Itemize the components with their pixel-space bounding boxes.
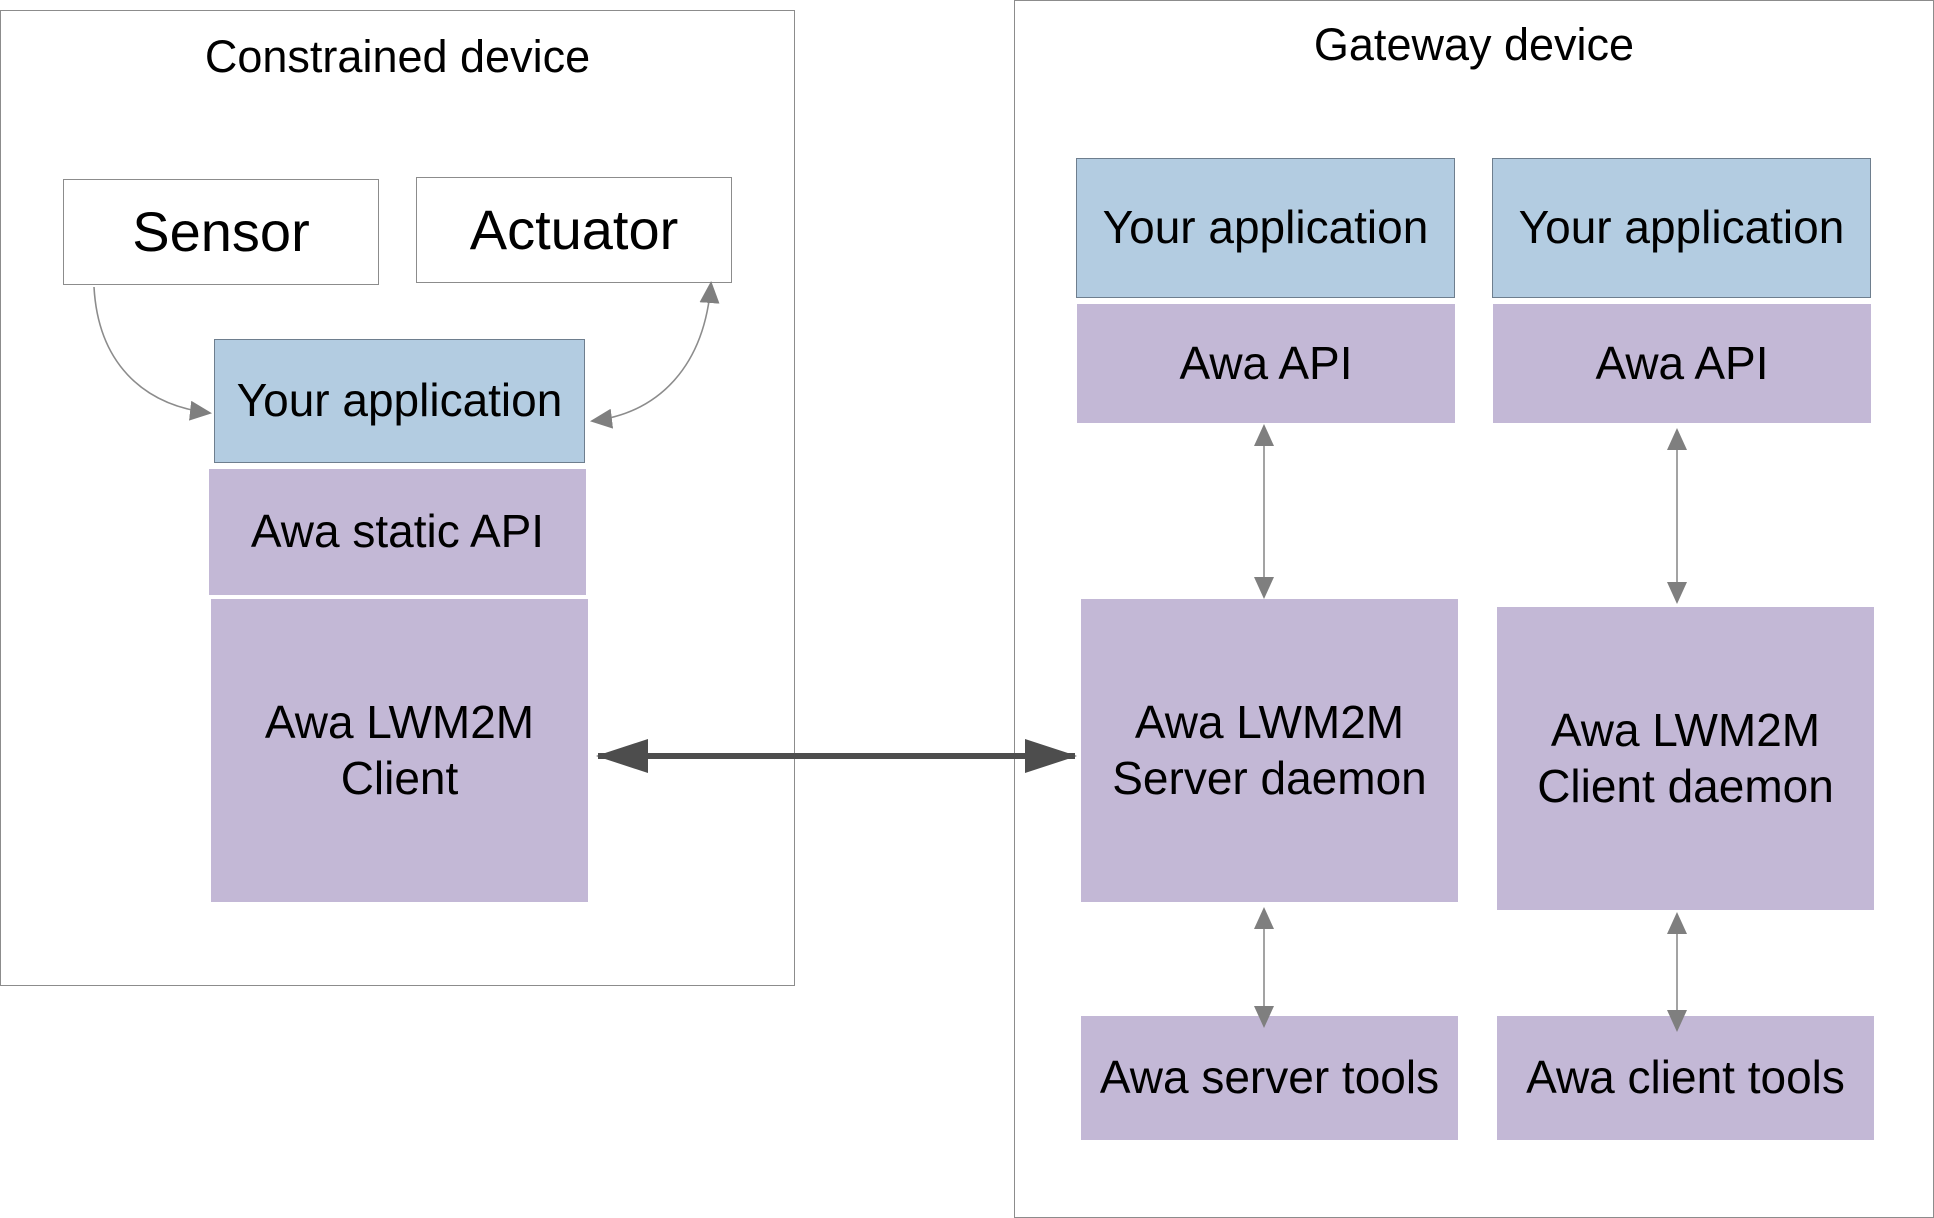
application-actuator-arrow <box>590 281 720 429</box>
awa-lwm2m-server-daemon-box: Awa LWM2M Server daemon <box>1081 599 1458 902</box>
awa-lwm2m-client-daemon-box: Awa LWM2M Client daemon <box>1497 607 1874 910</box>
sensor-box: Sensor <box>63 179 379 285</box>
constrained-your-application-box: Your application <box>214 339 585 463</box>
gateway-right-awa-api-box: Awa API <box>1493 304 1871 423</box>
gateway-right-your-application-box: Your application <box>1492 158 1871 298</box>
client-daemon-line1: Awa LWM2M <box>1550 704 1821 757</box>
gateway-left-your-application-box: Your application <box>1076 158 1455 298</box>
awa-lwm2m-client-box: Awa LWM2M Client <box>211 599 588 902</box>
server-daemon-line2: Server daemon <box>1112 751 1427 804</box>
awa-lwm2m-client-line1: Awa LWM2M <box>264 696 535 749</box>
actuator-box: Actuator <box>416 177 732 283</box>
client-daemon-line2: Client daemon <box>1537 759 1834 812</box>
gateway-left-awa-api-box: Awa API <box>1077 304 1455 423</box>
awa-client-tools-box: Awa client tools <box>1497 1016 1874 1140</box>
awa-server-tools-box: Awa server tools <box>1081 1016 1458 1140</box>
server-daemon-line1: Awa LWM2M <box>1134 696 1405 749</box>
constrained-device-title: Constrained device <box>204 31 591 82</box>
awa-static-api-box: Awa static API <box>209 469 586 595</box>
awa-lwm2m-client-line2: Client <box>340 751 459 804</box>
sensor-to-application-arrow <box>93 286 212 421</box>
gateway-device-title: Gateway device <box>1313 19 1635 70</box>
